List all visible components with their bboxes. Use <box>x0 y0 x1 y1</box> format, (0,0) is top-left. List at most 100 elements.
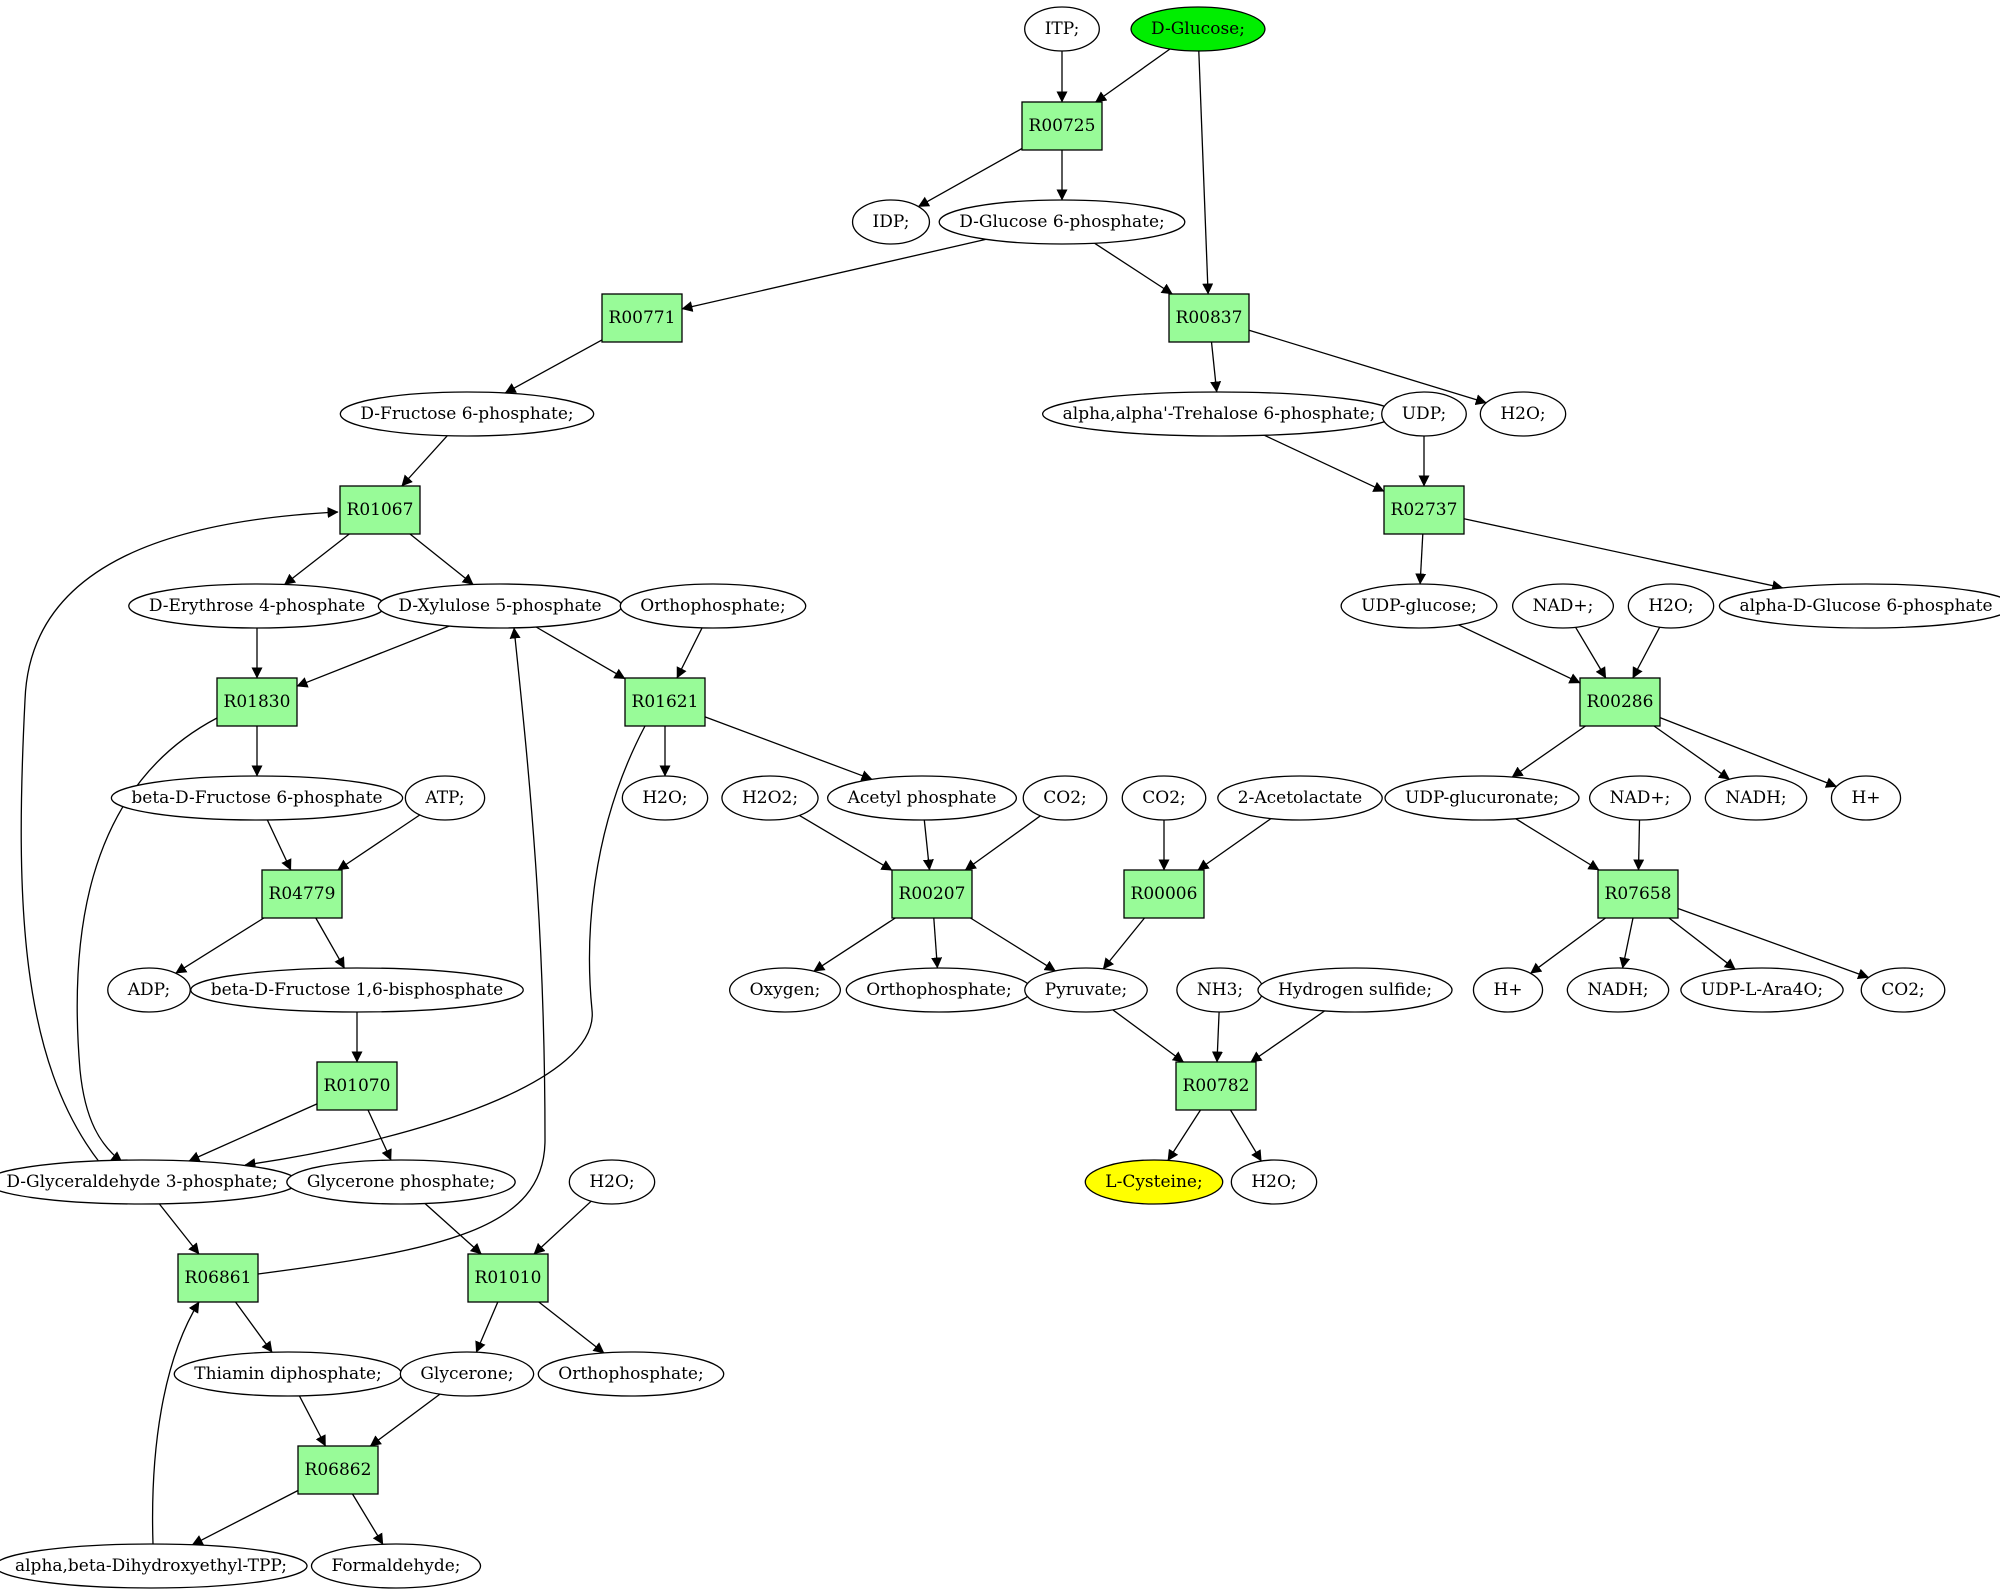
node-label: Glycerone; <box>420 1364 513 1384</box>
node-label: alpha-D-Glucose 6-phosphate <box>1739 596 1992 616</box>
node-label: R06862 <box>305 1460 372 1480</box>
edge-r00837-to-h2o_a <box>1248 329 1487 406</box>
compound-beta-d-fructose-6-phosphate-node: beta-D-Fructose 6-phosphate <box>110 775 404 821</box>
compound-ellipse <box>1627 583 1715 629</box>
reaction-r01067-node: R01067 <box>339 485 421 535</box>
compound-ellipse <box>1022 775 1108 821</box>
node-label: ADP; <box>127 980 170 1000</box>
edge-t6p-to-r02737 <box>1264 434 1385 492</box>
node-label: ATP; <box>424 788 464 808</box>
reaction-r00782-node: R00782 <box>1175 1061 1257 1111</box>
reaction-box <box>297 1445 379 1495</box>
compound-ellipse <box>619 583 807 629</box>
compound-ellipse <box>721 775 819 821</box>
compound-d-erythrose-4-phosphate-node: D-Erythrose 4-phosphate <box>128 583 386 629</box>
node-label: R01070 <box>324 1076 391 1096</box>
compound-ellipse <box>404 775 486 821</box>
compound-h2o-node: H2O; <box>1627 583 1715 629</box>
compound-nad-node: NAD+; <box>1588 775 1692 821</box>
reaction-box <box>1175 1061 1257 1111</box>
node-label: CO2; <box>1142 788 1186 808</box>
edge-orthop_a-to-r01621 <box>676 627 703 679</box>
node-label: ITP; <box>1045 19 1080 39</box>
edge-r00207-to-pyruvate <box>970 917 1056 972</box>
edge-g6p-to-r00837 <box>1094 242 1173 295</box>
compound-ellipse <box>1718 583 2000 629</box>
edge-r02737-to-ag6p <box>1463 518 1784 592</box>
compound-ellipse <box>1860 967 1946 1013</box>
compound-ellipse <box>1588 775 1692 821</box>
node-label: D-Glucose 6-phosphate; <box>959 212 1165 232</box>
node-label: CO2; <box>1043 788 1087 808</box>
edge-r01070-to-dhap <box>367 1109 392 1161</box>
node-label: alpha,beta-Dihydroxyethyl-TPP; <box>15 1556 287 1576</box>
compound-ellipse <box>1384 775 1580 821</box>
reaction-box <box>1383 485 1465 535</box>
node-label: NADH; <box>1587 980 1648 1000</box>
compound-h2o2-node: H2O2; <box>721 775 819 821</box>
compound-oxygen-node: Oxygen; <box>728 967 842 1013</box>
edge-r01621-to-gap <box>244 725 646 1169</box>
edge-x5p-to-r01830 <box>296 625 450 688</box>
edge-x5p-to-r01621 <box>535 626 626 680</box>
compound-hydrogen-sulfide-node: Hydrogen sulfide; <box>1257 967 1453 1013</box>
compound-acetyl-phosphate-node: Acetyl phosphate <box>826 775 1018 821</box>
reaction-r02737-node: R02737 <box>1383 485 1465 535</box>
node-label: beta-D-Fructose 1,6-bisphosphate <box>211 980 503 1000</box>
node-label: NAD+; <box>1533 596 1594 616</box>
edge-r00782-to-cys <box>1167 1109 1202 1161</box>
node-label: NH3; <box>1197 980 1243 1000</box>
compound-orthophosphate-node: Orthophosphate; <box>619 583 807 629</box>
reaction-box <box>1597 869 1679 919</box>
edge-nadp_a-to-r00286 <box>1575 626 1607 679</box>
node-label: D-Glucose; <box>1151 19 1245 39</box>
compound-ellipse <box>110 775 404 821</box>
node-label: R00286 <box>1587 692 1654 712</box>
edge-glucose-to-r00837 <box>1198 50 1214 295</box>
edge-r00207-to-oxygen <box>813 917 896 972</box>
node-label: Thiamin diphosphate; <box>194 1364 381 1384</box>
compound-alpha-beta-dihydroxyethyl-tpp-node: alpha,beta-Dihydroxyethyl-TPP; <box>0 1543 308 1589</box>
node-label: R01830 <box>224 692 291 712</box>
compound-ellipse <box>286 1159 516 1205</box>
compound-ellipse <box>1130 6 1266 52</box>
node-label: Pyruvate; <box>1045 980 1127 1000</box>
edge-bf6p-to-r04779 <box>266 819 292 871</box>
node-label: D-Xylulose 5-phosphate <box>398 596 601 616</box>
compound-d-fructose-6-phosphate-node: D-Fructose 6-phosphate; <box>339 391 595 437</box>
compound-h-node: H+ <box>1830 775 1902 821</box>
reaction-box <box>316 1061 398 1111</box>
node-label: IDP; <box>873 212 910 232</box>
edge-r00771-to-f6p <box>504 339 603 394</box>
compound-ellipse <box>310 1543 482 1589</box>
compound-beta-d-fructose-1-6-bisphosphate-node: beta-D-Fructose 1,6-bisphosphate <box>190 967 524 1013</box>
edge-nadp_b-to-r07658 <box>1633 819 1645 871</box>
compound-udp-node: UDP; <box>1381 391 1467 437</box>
edge-dhetpp-to-r06861 <box>151 1301 200 1545</box>
reaction-box <box>467 1253 549 1303</box>
edge-r00286-to-hplus_a <box>1659 716 1838 788</box>
edge-g6p-to-r00771 <box>681 238 987 312</box>
node-label: H2O2; <box>742 788 798 808</box>
node-label: CO2; <box>1881 980 1925 1000</box>
compound-h2o-node: H2O; <box>621 775 709 821</box>
reaction-r01070-node: R01070 <box>316 1061 398 1111</box>
node-label: R02737 <box>1391 500 1458 520</box>
compound-glycerone-node: Glycerone; <box>399 1351 535 1397</box>
node-label: R04779 <box>269 884 336 904</box>
compound-thiamin-diphosphate-node: Thiamin diphosphate; <box>173 1351 403 1397</box>
compound-udp-glucuronate-node: UDP-glucuronate; <box>1384 775 1580 821</box>
edge-r00782-to-h2o_e <box>1229 1109 1262 1162</box>
compound-ellipse <box>1217 775 1383 821</box>
reaction-r00837-node: R00837 <box>1168 293 1250 343</box>
reaction-r01621-node: R01621 <box>624 677 706 727</box>
node-label: UDP-L-Ara4O; <box>1701 980 1823 1000</box>
node-label: NAD+; <box>1610 788 1671 808</box>
edge-dhap-to-r01010 <box>424 1203 482 1255</box>
edges-layer <box>20 48 1870 1546</box>
edge-h2o_d-to-r01010 <box>533 1200 592 1255</box>
reaction-box <box>216 677 298 727</box>
reaction-r00286-node: R00286 <box>1579 677 1661 727</box>
compound-ellipse <box>568 1159 656 1205</box>
